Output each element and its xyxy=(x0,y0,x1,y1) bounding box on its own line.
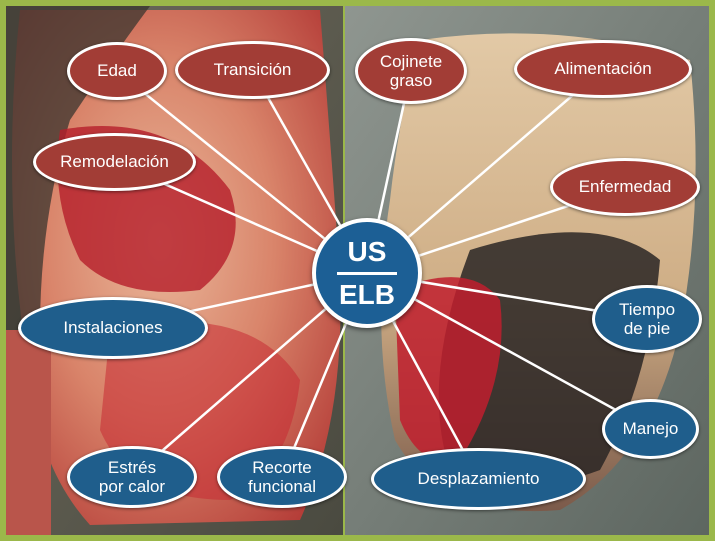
hub-label-bottom: ELB xyxy=(339,279,395,311)
hub-divider xyxy=(337,272,397,275)
node-desplazamiento: Desplazamiento xyxy=(371,448,586,510)
node-edad: Edad xyxy=(67,42,167,100)
hub-label-top: US xyxy=(348,236,387,268)
node-estres-por-calor: Estrés por calor xyxy=(67,446,197,508)
node-instalaciones: Instalaciones xyxy=(18,297,208,359)
node-tiempo-de-pie: Tiempo de pie xyxy=(592,285,702,353)
node-alimentacion: Alimentación xyxy=(514,40,692,98)
hub-us-elb: US ELB xyxy=(312,218,422,328)
node-manejo: Manejo xyxy=(602,399,699,459)
node-enfermedad: Enfermedad xyxy=(550,158,700,216)
node-recorte-funcional: Recorte funcional xyxy=(217,446,347,508)
node-transicion: Transición xyxy=(175,41,330,99)
node-cojinete-graso: Cojinete graso xyxy=(355,38,467,104)
node-remodelacion: Remodelación xyxy=(33,133,196,191)
